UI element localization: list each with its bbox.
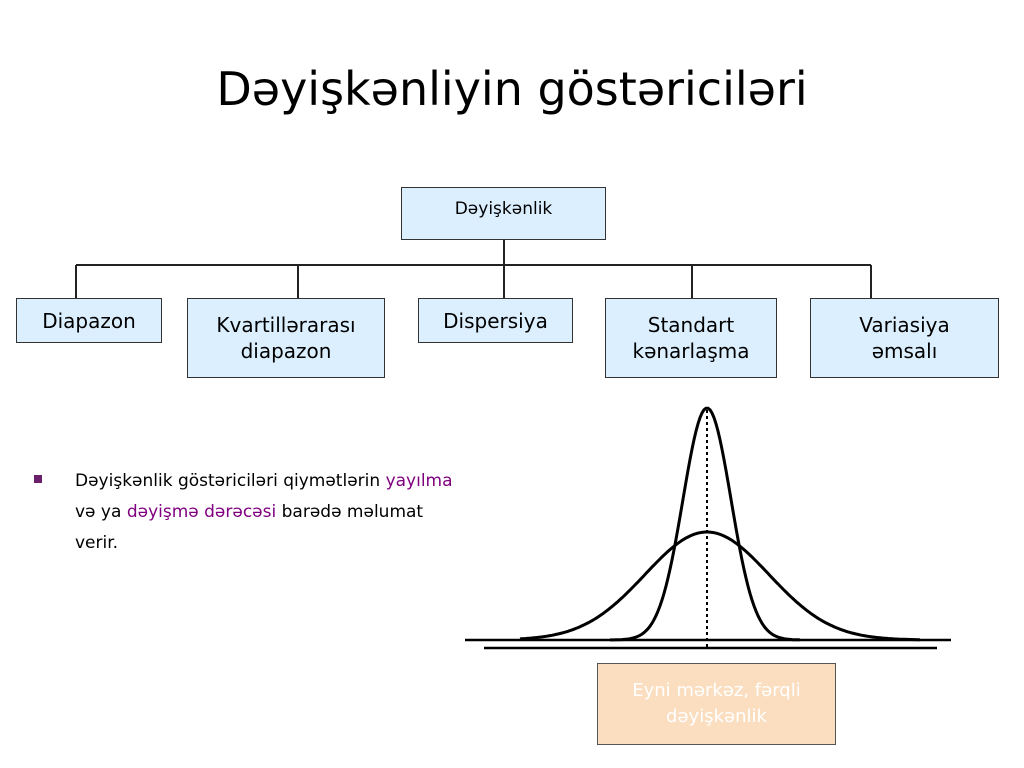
node-cv: Variasiya əmsalı — [810, 298, 999, 378]
node-variance-label: Dispersiya — [443, 308, 548, 333]
node-cv-line2: əmsalı — [871, 339, 938, 363]
caption-line2: dəyişkənlik — [666, 706, 767, 727]
node-cv-line1: Variasiya — [859, 313, 950, 337]
text-highlight-spread: yayılma — [385, 471, 453, 491]
node-iqr: Kvartillərarası diapazon — [187, 298, 385, 378]
node-iqr-line2: diapazon — [240, 339, 332, 363]
root-node-label: Dəyişkənlik — [454, 199, 553, 219]
caption-line1: Eyni mərkəz, fərqli — [632, 679, 801, 701]
node-variance: Dispersiya — [418, 298, 573, 343]
figure-caption: Eyni mərkəz, fərqli dəyişkənlik — [597, 663, 836, 745]
node-iqr-line1: Kvartillərarası — [216, 313, 356, 337]
bullet-paragraph: Dəyişkənlik göstəriciləri qiymətlərin ya… — [75, 466, 465, 559]
page-title: Dəyişkənliyin göstəriciləri — [216, 62, 808, 116]
node-range-label: Diapazon — [42, 308, 136, 333]
bullet-marker-icon — [34, 471, 46, 485]
text-part2: və ya — [75, 502, 127, 522]
narrow-curve — [610, 406, 801, 642]
node-std-line1: Standart — [647, 313, 735, 337]
node-std-line2: kənarlaşma — [632, 339, 750, 363]
text-part3: barədə məlumat verir. — [75, 502, 424, 553]
node-range: Diapazon — [16, 298, 162, 343]
text-highlight-degree: dəyişmə dərəcəsi — [126, 502, 277, 522]
root-node: Dəyişkənlik — [401, 187, 606, 240]
wide-curve — [519, 530, 920, 642]
node-std-deviation: Standart kənarlaşma — [605, 298, 777, 378]
text-part1: Dəyişkənlik göstəriciləri qiymətlərin — [75, 471, 386, 491]
